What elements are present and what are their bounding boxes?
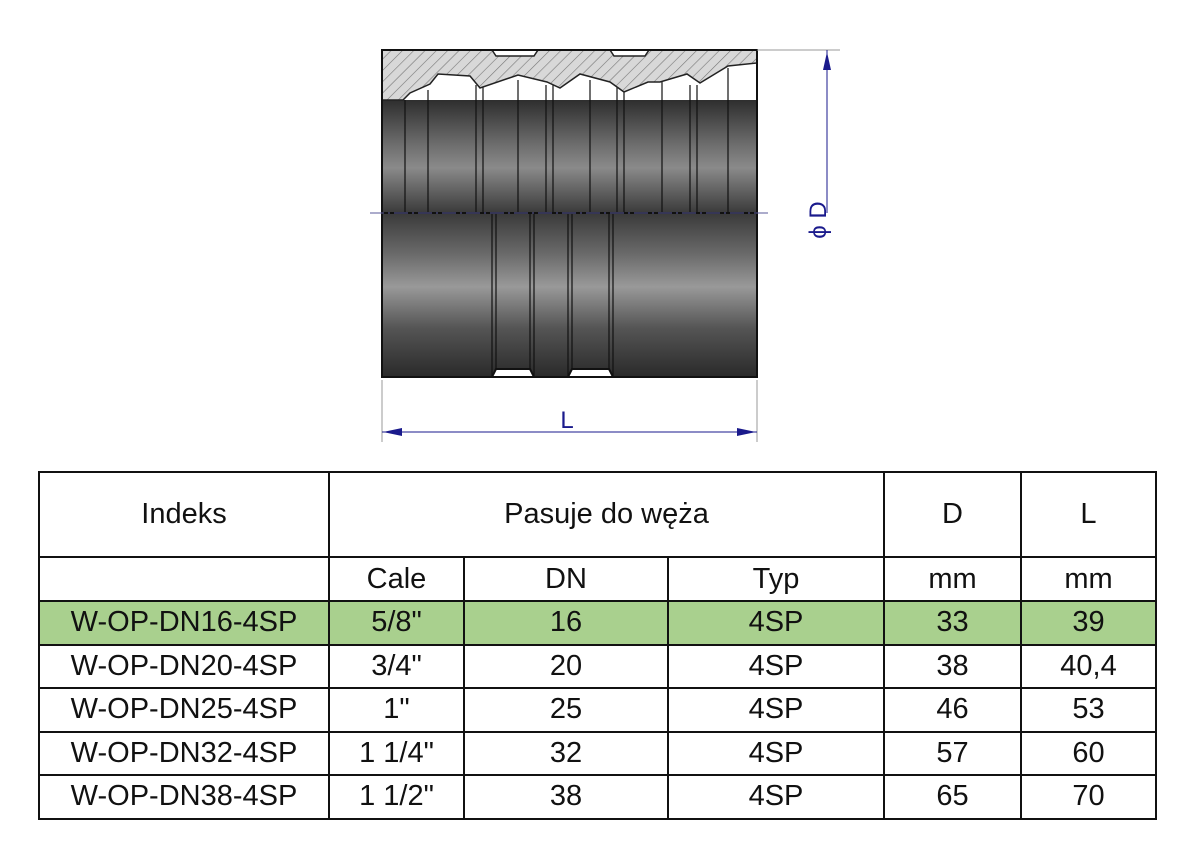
cell-dn: 25 bbox=[463, 687, 669, 733]
cell-type: 4SP bbox=[667, 643, 885, 689]
cell-inch: 1 1/2" bbox=[328, 774, 465, 820]
subheader-l-unit: mm bbox=[1020, 556, 1157, 602]
dimension-l-label: L bbox=[560, 407, 573, 434]
cell-dn: 38 bbox=[463, 774, 669, 820]
cell-d: 57 bbox=[883, 730, 1022, 776]
cell-type: 4SP bbox=[667, 687, 885, 733]
header-l: L bbox=[1020, 471, 1157, 558]
cell-dn: 20 bbox=[463, 643, 669, 689]
subheader-empty bbox=[38, 556, 330, 602]
subheader-dn: DN bbox=[463, 556, 669, 602]
cell-index: W-OP-DN25-4SP bbox=[38, 687, 330, 733]
spec-table: Indeks Pasuje do węża D L Cale DN Typ mm… bbox=[38, 471, 1157, 820]
header-index: Indeks bbox=[38, 471, 330, 558]
cell-dn: 32 bbox=[463, 730, 669, 776]
outer-view bbox=[381, 49, 758, 378]
cell-d: 33 bbox=[883, 600, 1022, 646]
table-row: W-OP-DN20-4SP 3/4" 20 4SP 38 40,4 bbox=[38, 643, 1157, 689]
dimension-d-label: ϕ D bbox=[805, 201, 832, 238]
cell-l: 39 bbox=[1020, 600, 1157, 646]
section-view bbox=[381, 49, 758, 213]
table-row: W-OP-DN32-4SP 1 1/4" 32 4SP 57 60 bbox=[38, 730, 1157, 776]
cell-type: 4SP bbox=[667, 600, 885, 646]
subheader-row: Cale DN Typ mm mm bbox=[38, 556, 1157, 602]
header-d: D bbox=[883, 471, 1022, 558]
cell-type: 4SP bbox=[667, 774, 885, 820]
cell-index: W-OP-DN32-4SP bbox=[38, 730, 330, 776]
cell-dn: 16 bbox=[463, 600, 669, 646]
subheader-type: Typ bbox=[667, 556, 885, 602]
table-row: W-OP-DN38-4SP 1 1/2" 38 4SP 65 70 bbox=[38, 774, 1157, 820]
subheader-inch: Cale bbox=[328, 556, 465, 602]
table-row: W-OP-DN16-4SP 5/8" 16 4SP 33 39 bbox=[38, 600, 1157, 646]
cell-inch: 5/8" bbox=[328, 600, 465, 646]
cell-inch: 1" bbox=[328, 687, 465, 733]
table-row: W-OP-DN25-4SP 1" 25 4SP 46 53 bbox=[38, 687, 1157, 733]
cell-index: W-OP-DN16-4SP bbox=[38, 600, 330, 646]
cell-d: 38 bbox=[883, 643, 1022, 689]
cell-index: W-OP-DN20-4SP bbox=[38, 643, 330, 689]
cell-inch: 1 1/4" bbox=[328, 730, 465, 776]
cell-inch: 3/4" bbox=[328, 643, 465, 689]
cell-l: 53 bbox=[1020, 687, 1157, 733]
cell-type: 4SP bbox=[667, 730, 885, 776]
dimension-l bbox=[381, 380, 758, 442]
header-fits-hose: Pasuje do węża bbox=[328, 471, 885, 558]
cell-index: W-OP-DN38-4SP bbox=[38, 774, 330, 820]
dimension-d bbox=[757, 49, 840, 213]
ferrule-drawing: ϕ D L bbox=[370, 49, 840, 442]
hatched-section bbox=[381, 49, 758, 101]
subheader-d-unit: mm bbox=[883, 556, 1022, 602]
cell-d: 65 bbox=[883, 774, 1022, 820]
cell-l: 70 bbox=[1020, 774, 1157, 820]
cell-d: 46 bbox=[883, 687, 1022, 733]
cell-l: 60 bbox=[1020, 730, 1157, 776]
cell-l: 40,4 bbox=[1020, 643, 1157, 689]
header-row: Indeks Pasuje do węża D L bbox=[38, 471, 1157, 558]
